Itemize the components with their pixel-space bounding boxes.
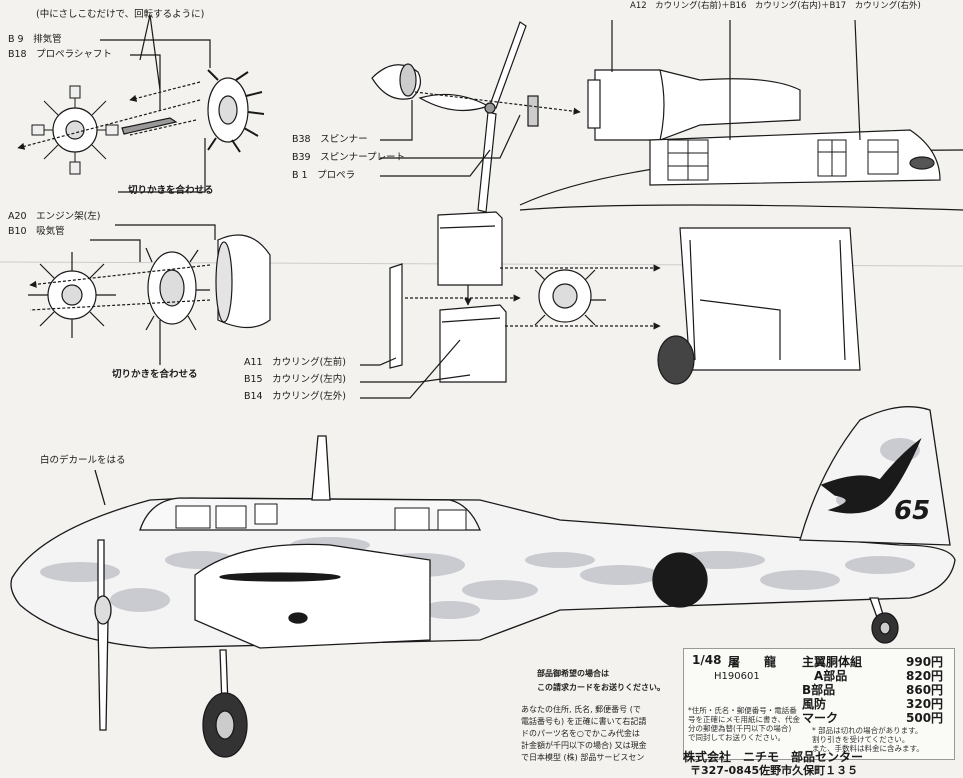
- label-b14: B14 カウリング(左外): [244, 391, 347, 402]
- price-item-2-name: B部品: [802, 683, 836, 697]
- price-item-1-name: A部品: [814, 669, 848, 683]
- company-address: 〒327-0845佐野市久保町１３５: [690, 764, 859, 777]
- engine-assembly-lower: [28, 224, 271, 365]
- label-a11: A11 カウリング(左前): [244, 357, 346, 368]
- order-box-note-left-1: *住所・氏名・郵便番号・電話番: [688, 706, 797, 715]
- label-b18: B18 プロペラシャフト: [8, 49, 112, 60]
- aircraft-side-view: [10, 406, 956, 758]
- label-b9: B 9 排気管: [8, 34, 62, 45]
- price-item-4-price: 500円: [906, 711, 944, 725]
- propeller-assembly: [371, 21, 581, 213]
- label-align-notch-1: 切りかきを合わせる: [128, 185, 214, 196]
- label-align-notch-2: 切りかきを合わせる: [112, 369, 198, 380]
- order-box-note-left-3: 分の郵便為替(千円以下の場合): [688, 724, 792, 733]
- order-note-body4: 計金額が千円以下の場合) 又は現金: [521, 741, 647, 750]
- order-box-note-left-4: で同封してお送りください。: [688, 733, 786, 742]
- order-box-note-right-3: また、手数料は料金に含みます。: [812, 744, 924, 753]
- order-box-note-left-2: 号を正確にメモ用紙に書き、代金: [688, 715, 800, 724]
- label-b1: B 1 プロペラ: [292, 170, 356, 181]
- label-b39: B39 スピンナープレート: [292, 152, 406, 163]
- price-item-3-price: 320円: [906, 697, 944, 711]
- order-note-body5: で日本模型 (株) 部品サービスセン: [521, 753, 645, 762]
- price-item-1-price: 820円: [906, 669, 944, 683]
- kit-code: H190601: [714, 671, 760, 682]
- order-box-note-right-2: 割り引きを受けてください。: [812, 735, 910, 744]
- price-item-4-name: マーク: [802, 711, 839, 725]
- order-note-body3: ドのパーツ名を○でかこみ代金は: [521, 729, 640, 738]
- price-item-0-price: 990円: [906, 655, 944, 669]
- label-a20: A20 エンジン架(左): [8, 211, 101, 222]
- order-note-body1: あなたの住所, 氏名, 郵便番号 (で: [521, 705, 641, 714]
- label-right-cowling: A12 カウリング(右前)＋B16 カウリング(右内)＋B17 カウリング(右外…: [630, 1, 921, 11]
- kit-name-1: 屠: [728, 655, 741, 669]
- order-note-body2: 電話番号も) を正確に書いて右記請: [521, 717, 647, 726]
- label-top-note: (中にさしこむだけで、回転するように): [36, 9, 205, 20]
- price-item-3-name: 風防: [802, 697, 827, 711]
- price-item-2-price: 860円: [906, 683, 944, 697]
- order-note-line2: この請求カードをお送りください。: [537, 683, 665, 692]
- parts-price-card: 1/48 屠 龍 H190601 主翼胴体組 990円 A部品 820円 B部品…: [683, 648, 955, 760]
- parts-order-note: 部品御希望の場合は この請求カードをお送りください。 あなたの住所, 氏名, 郵…: [521, 668, 683, 762]
- order-box-note-right-1: * 部品は切れの場合があります。: [812, 726, 923, 735]
- label-decal: 白のデカールをはる: [40, 455, 126, 466]
- label-b10: B10 吸気管: [8, 226, 65, 237]
- kit-scale: 1/48: [692, 653, 722, 667]
- label-b15: B15 カウリング(左内): [244, 374, 347, 385]
- kit-name-2: 龍: [764, 655, 777, 669]
- company-name: 株式会社 ニチモ 部品センター: [683, 750, 864, 764]
- cowling-left-assembly: [360, 211, 661, 399]
- nacelle-right-view: [519, 19, 963, 385]
- engine-assembly-upper: [17, 14, 265, 193]
- tail-number: 65: [894, 496, 931, 526]
- label-b38: B38 スピンナー: [292, 134, 368, 145]
- price-item-0-name: 主翼胴体組: [802, 655, 863, 669]
- order-note-line1: 部品御希望の場合は: [537, 669, 609, 678]
